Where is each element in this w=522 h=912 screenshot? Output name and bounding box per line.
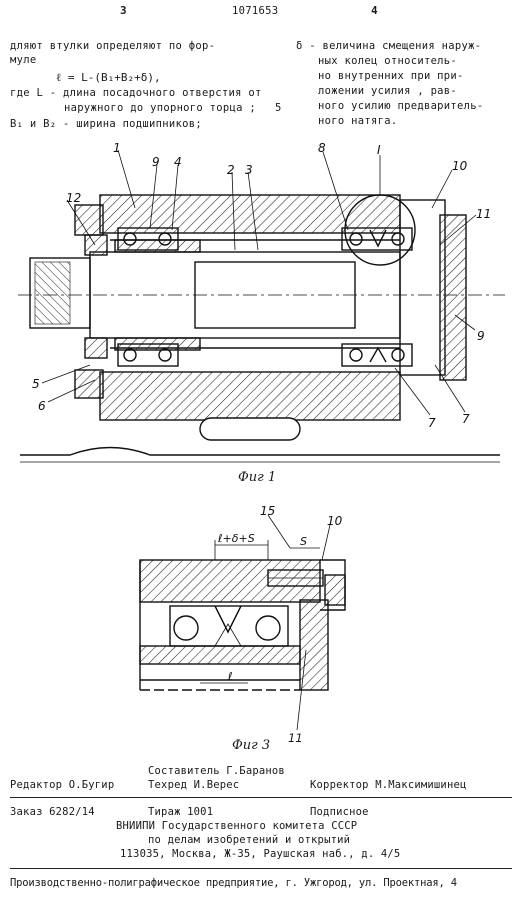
fig3-label-l: ℓ [227, 670, 233, 683]
fig1-label-3: 3 [245, 163, 253, 177]
fig1-label-12: 12 [66, 191, 81, 205]
left-text-line-3: где L - длина посадочного отверстия от [10, 87, 262, 99]
figure-3-drawing: ℓ+δ+S 15 S 10 ℓ [139, 504, 346, 730]
patent-number: 1071653 [232, 5, 279, 17]
imprint-techred: Техред И.Верес [148, 779, 240, 791]
divider [10, 797, 512, 798]
figure-1-drawing: 1 9 4 2 3 8 I 10 12 11 9 5 6 7 7 [18, 141, 505, 463]
imprint-subscription: Подписное [310, 806, 369, 818]
right-text-line-1: δ - величина смещения наруж- [296, 40, 482, 52]
fig1-label-I: I [377, 143, 381, 157]
left-text-line-2: муле [10, 54, 37, 66]
imprint-printer: Производственно-полиграфическое предприя… [10, 877, 457, 889]
fig1-label-2: 2 [227, 163, 235, 177]
fig1-label-8: 8 [318, 141, 326, 155]
page-number-left: 3 [120, 4, 127, 17]
fig1-label-9b: 9 [477, 329, 485, 343]
imprint-org-1: ВНИИПИ Государственного комитета СССР [116, 820, 358, 832]
imprint-order: Заказ 6282/14 [10, 806, 95, 818]
fig1-label-9a: 9 [152, 155, 160, 169]
fig1-label-7a: 7 [428, 416, 436, 430]
fig3-label-11: 11 [288, 731, 303, 745]
right-text-line-5: ного усилию предваритель- [318, 100, 484, 112]
imprint-address: 113035, Москва, Ж-35, Раушская наб., д. … [120, 848, 401, 860]
divider [10, 868, 512, 869]
fig3-label-s: S [300, 535, 307, 548]
fig1-label-1: 1 [113, 141, 121, 155]
right-text-line-6: ного натяга. [318, 115, 398, 127]
fig3-label-10: 10 [327, 514, 343, 528]
imprint-org-2: по делам изобретений и открытий [148, 834, 351, 846]
left-text-line-1: дляют втулки определяют по фор- [10, 40, 216, 52]
fig1-label-5: 5 [32, 377, 40, 391]
fig1-label-10: 10 [452, 159, 468, 173]
right-text-line-4: ложении усилия , рав- [318, 85, 458, 97]
imprint-compiler: Составитель Г.Баранов [148, 765, 285, 777]
fig1-label-4: 4 [174, 155, 182, 169]
left-text-line-5: B₁ и B₂ - ширина подшипников; [10, 118, 203, 130]
fig3-label-dim: ℓ+δ+S [217, 532, 255, 545]
fig3-label-15: 15 [260, 504, 275, 518]
imprint-corrector: Корректор М.Максимишинец [310, 779, 467, 791]
figure-3-caption: Фиг 3 [232, 738, 271, 753]
left-text-line-4: наружного до упорного торца ; [64, 102, 257, 114]
fig1-label-7b: 7 [462, 412, 470, 426]
imprint-editor: Редактор О.Бугир [10, 779, 115, 791]
line-number: 5 [275, 102, 282, 114]
right-text-line-3: но внутренних при при- [318, 70, 464, 82]
figure-1-caption: Фиг 1 [238, 470, 277, 485]
fig1-label-6: 6 [38, 399, 46, 413]
imprint-circulation: Тираж 1001 [148, 806, 214, 818]
right-text-line-2: ных колец относитель- [318, 55, 458, 67]
formula: ℓ = L-(B₁+B₂+δ), [56, 71, 161, 84]
page-number-right: 4 [371, 4, 378, 17]
fig1-label-11: 11 [476, 207, 491, 221]
